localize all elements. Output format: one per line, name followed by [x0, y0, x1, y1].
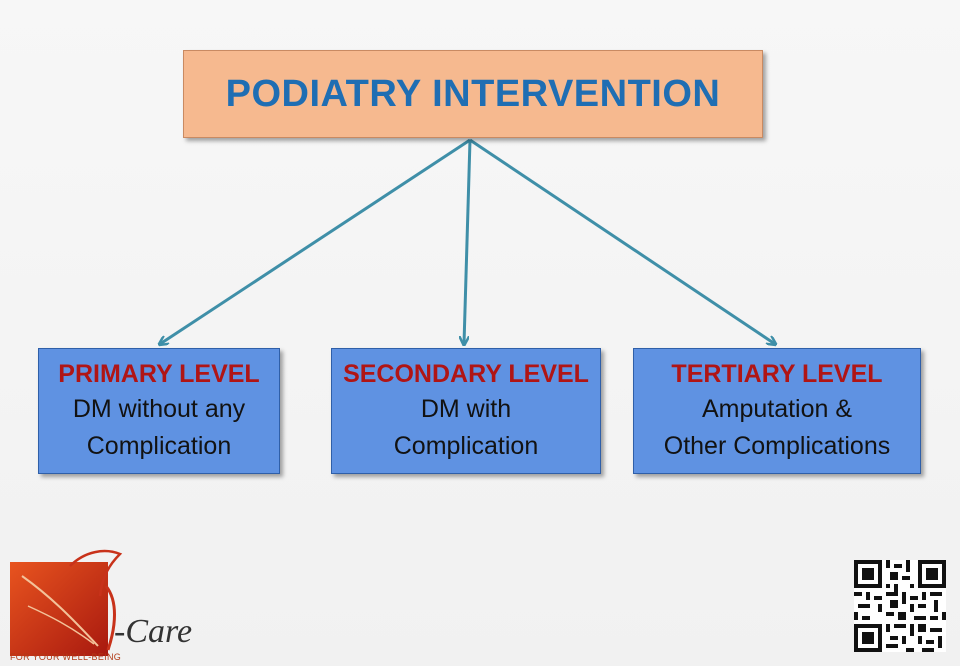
logo-tagline: FOR YOUR WELL-BEING	[10, 652, 122, 662]
v-care-logo-icon: -Care	[10, 549, 192, 656]
tertiary-level-desc-line2: Other Complications	[663, 431, 891, 460]
secondary-level-title: SECONDARY LEVEL	[343, 359, 589, 388]
qr-code-icon	[854, 560, 946, 652]
secondary-level-desc-line1: DM with	[420, 394, 512, 423]
secondary-level-desc-line2: Complication	[393, 431, 539, 460]
arrow-to-secondary	[464, 139, 472, 344]
primary-level-node: PRIMARY LEVEL DM without any Complicatio…	[38, 348, 280, 474]
tertiary-level-title: TERTIARY LEVEL	[671, 359, 883, 388]
primary-level-desc-line1: DM without any	[72, 394, 246, 423]
logo-brand: -Care	[114, 613, 192, 650]
root-title: PODIATRY INTERVENTION	[225, 72, 721, 115]
arrow-to-tertiary	[469, 138, 775, 344]
primary-level-desc-line2: Complication	[86, 431, 232, 460]
tertiary-level-node: TERTIARY LEVEL Amputation & Other Compli…	[633, 348, 921, 474]
arrow-to-primary	[160, 138, 471, 344]
secondary-level-node: SECONDARY LEVEL DM with Complication	[331, 348, 601, 474]
primary-level-title: PRIMARY LEVEL	[58, 359, 260, 388]
tertiary-level-desc-line1: Amputation &	[701, 394, 853, 423]
root-node: PODIATRY INTERVENTION	[183, 50, 763, 138]
